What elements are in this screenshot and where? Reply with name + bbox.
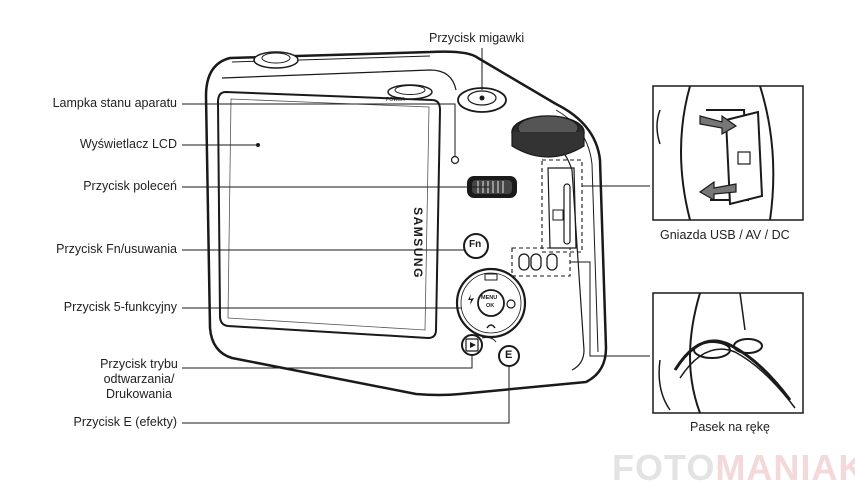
label-e-button: Przycisk E (efekty) <box>73 415 178 429</box>
usb-inset <box>652 85 804 221</box>
watermark-part1: FOTO <box>612 447 716 488</box>
label-playback-button: Przycisk trybu odtwarzania/ Drukowania <box>84 357 194 402</box>
label-usb-av-dc: Gniazda USB / AV / DC <box>660 228 790 242</box>
strap-inset <box>652 292 804 414</box>
label-wrist-strap: Pasek na rękę <box>690 420 770 434</box>
status-lamp <box>450 155 460 165</box>
label-command-button: Przycisk poleceń <box>83 179 177 193</box>
ok-marking: OK <box>486 303 495 309</box>
five-function-pad <box>455 267 527 339</box>
label-lcd: Wyświetlacz LCD <box>79 137 177 151</box>
watermark: FOTOMANIAK <box>612 447 855 489</box>
watermark-part2: MANIAK <box>715 447 855 488</box>
strap-lugs <box>518 253 558 271</box>
fn-marking: Fn <box>469 239 482 250</box>
label-playback-line3: Drukowania <box>105 387 172 401</box>
fn-button <box>463 233 489 259</box>
label-status-lamp: Lampka stanu aparatu <box>52 96 177 110</box>
label-shutter-button: Przycisk migawki <box>429 31 525 45</box>
label-five-function-button: Przycisk 5-funkcyjny <box>63 300 177 314</box>
label-playback-line2: odtwarzania/ <box>103 372 175 386</box>
top-controls <box>253 51 585 158</box>
label-fn-delete-button: Przycisk Fn/usuwania <box>56 242 177 256</box>
brand-marking: SAMSUNG <box>410 207 425 279</box>
e-marking: E <box>505 349 513 361</box>
port-door <box>547 167 577 249</box>
lcd-screen <box>216 90 442 340</box>
menu-marking: MENU <box>481 295 498 301</box>
label-playback-line1: Przycisk trybu <box>100 357 178 371</box>
power-marking: POWER <box>386 97 405 103</box>
leader-lines <box>182 48 650 424</box>
